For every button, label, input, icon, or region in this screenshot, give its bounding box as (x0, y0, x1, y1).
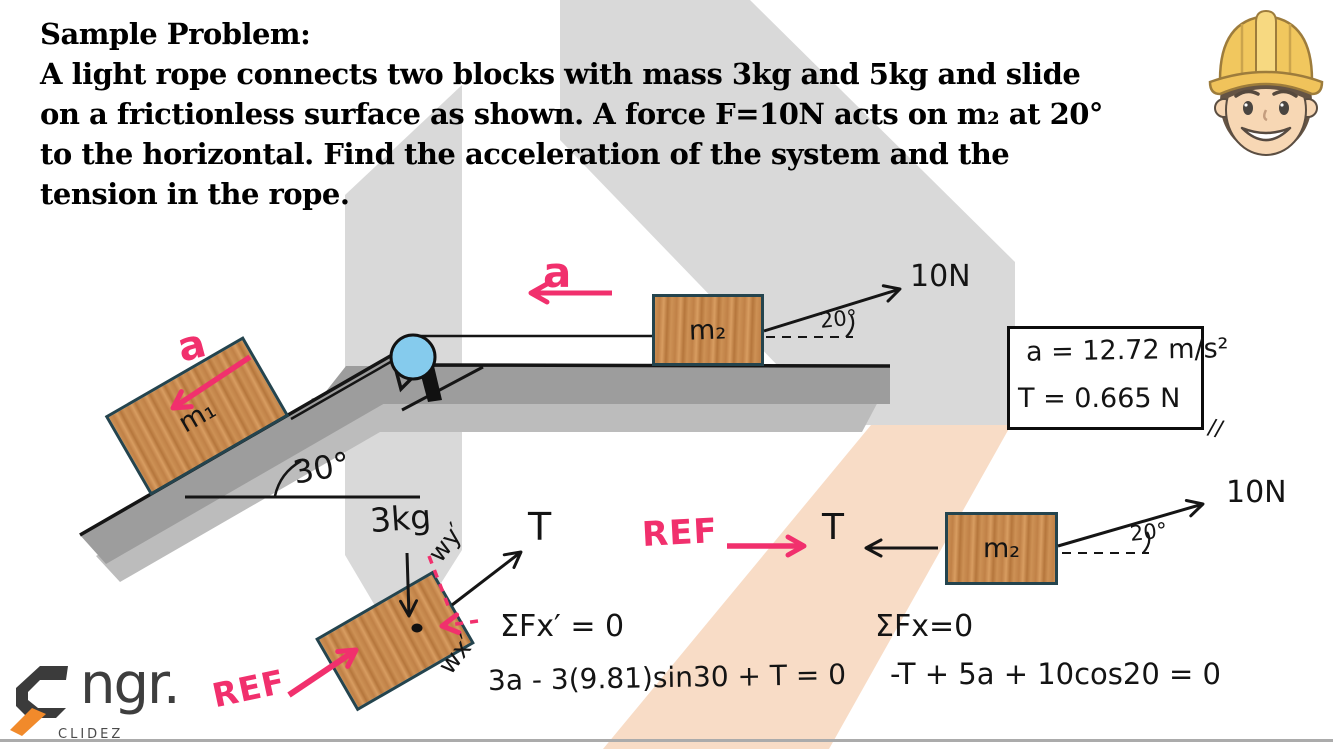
incline-slab (80, 355, 418, 564)
weight-component-arrow (439, 612, 479, 636)
center-of-mass-dot (411, 623, 423, 633)
angle-right-label: 20° (1128, 518, 1169, 546)
logo-sub-text: CLIDEZ (58, 727, 124, 742)
eq-left: 3a - 3(9.81)sin30 + T = 0 (487, 657, 847, 698)
results-box: a = 12.72 m/s² T = 0.665 N (1007, 326, 1229, 430)
weight-component-dashed (427, 555, 451, 609)
force-top-label: 10N (910, 259, 971, 294)
logo-brand-text: ngr. (80, 652, 181, 717)
mascot-smile (1240, 126, 1292, 142)
eq-right: -T + 5a + 10cos20 = 0 (890, 657, 1221, 691)
tension-left-label: T (528, 505, 552, 549)
tension-right-label: T (822, 507, 844, 548)
logo-orange-slash (10, 708, 46, 736)
ref-right-label: REF (641, 511, 719, 555)
block-m2-top: m₂ (652, 294, 764, 366)
force-right-label: 10N (1226, 475, 1287, 510)
mascot-eye-left (1243, 101, 1253, 115)
watermark-diagonal-band (560, 0, 1015, 425)
angle-20-bottom-arc (1142, 531, 1151, 554)
mascot-eyebrow-right (1272, 89, 1298, 98)
platform-shadow (292, 398, 880, 432)
result-tension: T = 0.665 N (1018, 383, 1181, 414)
weight-arrow-3kg (399, 552, 419, 618)
eye-highlight-right (1280, 103, 1284, 107)
angle-20-top-arc (845, 314, 855, 338)
problem-line-4: tension in the rope. (40, 177, 350, 211)
tension-arrow-left-fbd (451, 550, 523, 607)
problem-title: Sample Problem: (40, 17, 311, 51)
hardhat-brim (1208, 70, 1324, 96)
pulley (389, 333, 437, 381)
angle-30-arc (273, 459, 302, 497)
eq-right-header: ΣFx=0 (875, 609, 974, 644)
ref-arrow-left (287, 647, 359, 698)
mascot-engineer-icon (1208, 9, 1324, 156)
eye-highlight-left (1244, 103, 1248, 107)
fbd-block-m2: m₂ (945, 512, 1058, 585)
eq-left-header: ΣFx′ = 0 (500, 609, 625, 644)
mascot-eye-right (1279, 101, 1289, 115)
problem-statement: Sample Problem: A light rope connects tw… (40, 14, 1103, 214)
force-10n-bottom-arrow (1057, 498, 1205, 548)
angle-incline-label: 30° (290, 444, 353, 492)
bottom-divider (0, 739, 1333, 742)
problem-line-1: A light rope connects two blocks with ma… (40, 57, 1081, 91)
logo-mark (10, 666, 68, 736)
platform-slab (316, 366, 890, 404)
logo-e-glyph (16, 666, 68, 718)
fbd-block-m2-label: m₂ (982, 533, 1021, 564)
accel-top-label: a (543, 248, 572, 297)
force-10n-top-arrow (763, 284, 902, 333)
hardhat-center-ridge (1255, 9, 1277, 79)
mascot-nose (1263, 109, 1268, 122)
watermark-peach-band (603, 425, 1011, 749)
mascot-eyebrow-left (1234, 89, 1260, 98)
problem-line-3: to the horizontal. Find the acceleration… (40, 137, 1010, 171)
mass-3kg-label: 3kg (368, 496, 433, 541)
rope-incline (290, 350, 409, 421)
acceleration-arrow-incline (170, 354, 252, 411)
platform-left-edge (401, 365, 484, 412)
problem-line-2: on a frictionless surface as shown. A fo… (40, 97, 1103, 131)
angle-top-label: 20° (818, 305, 859, 333)
